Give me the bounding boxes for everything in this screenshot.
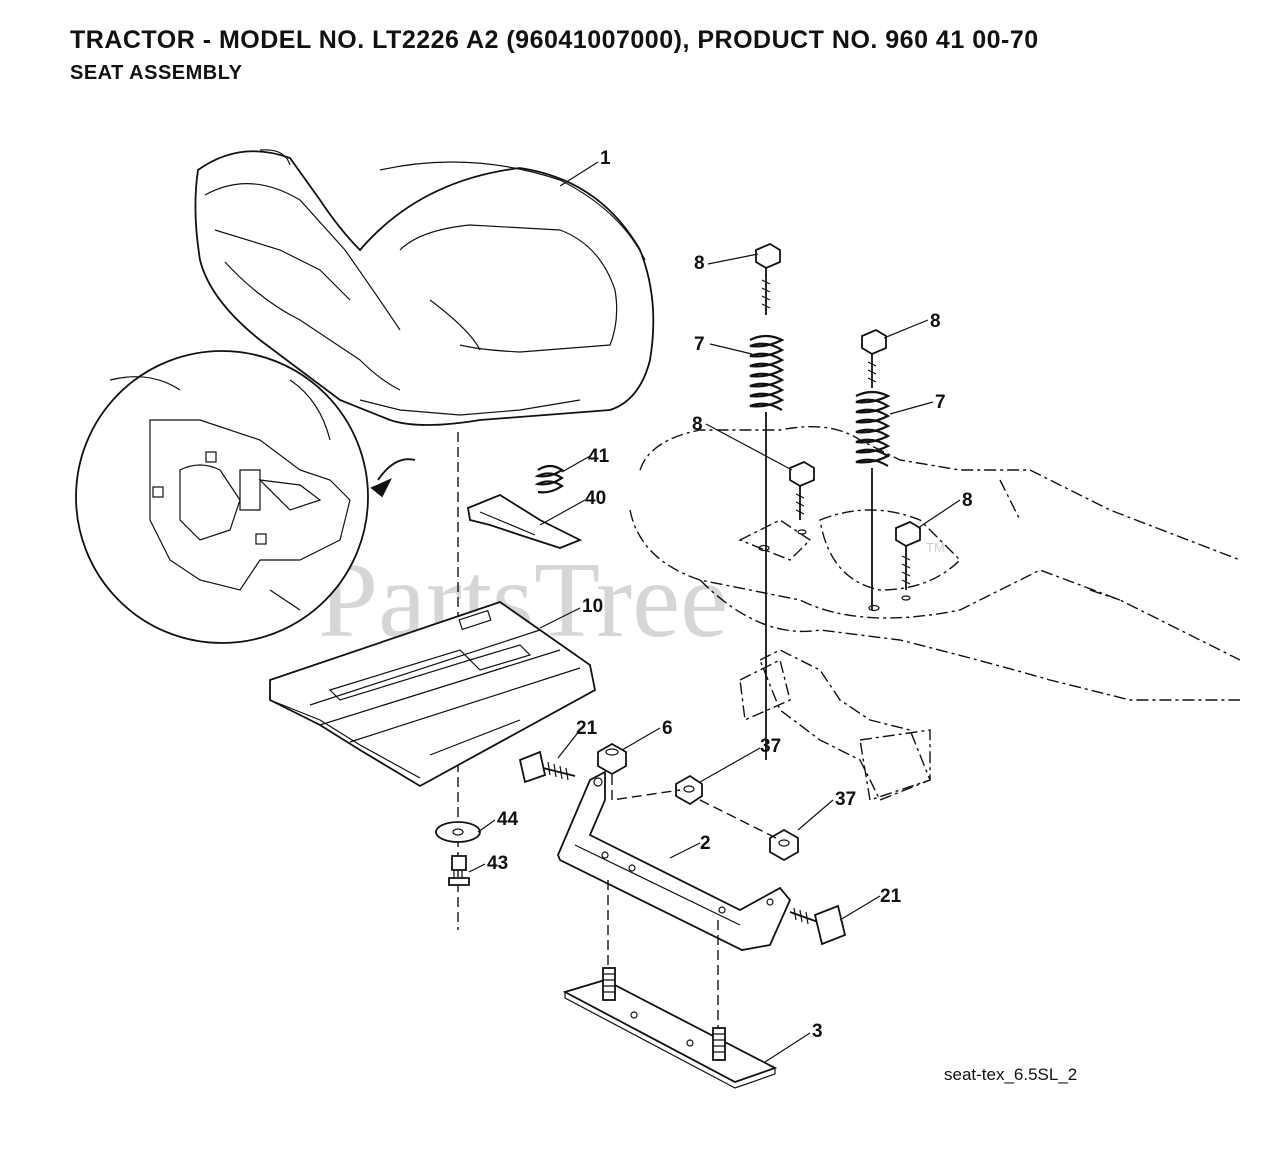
callout-6: 6 (662, 718, 673, 739)
callout-37-b: 37 (835, 789, 856, 810)
callout-21-a: 21 (576, 718, 598, 739)
plate-part-3 (562, 967, 778, 1089)
watermark-trademark: TM (926, 540, 945, 555)
assembly-line-nut37 (699, 799, 781, 841)
clip-part-40 (466, 493, 583, 549)
nut-part-37-upper (675, 774, 703, 806)
bolt-part-21-left (518, 750, 576, 784)
page-title: TRACTOR - MODEL NO. LT2226 A2 (960410070… (70, 26, 1039, 54)
callout-44: 44 (497, 809, 519, 830)
callout-3: 3 (812, 1021, 823, 1042)
nut-part-6 (597, 742, 627, 776)
bolt-part-8-top-right (861, 328, 887, 388)
frame-hole-left (758, 544, 770, 552)
detail-inset (75, 350, 416, 644)
bolt-part-43 (448, 855, 470, 886)
spring-part-7-left (749, 334, 785, 411)
callout-7-b: 7 (935, 392, 946, 413)
seat-part-1 (194, 149, 655, 426)
callout-8-d: 8 (962, 490, 973, 511)
callout-7-a: 7 (694, 334, 705, 355)
washer-part-44 (435, 821, 481, 843)
callout-37-a: 37 (760, 736, 781, 757)
callout-1: 1 (600, 148, 611, 169)
callout-8-b: 8 (692, 414, 703, 435)
leader-lines (468, 161, 961, 1063)
nut-part-37-lower (769, 828, 799, 862)
callout-10: 10 (582, 596, 603, 617)
bolt-part-8-mid-left (789, 460, 815, 535)
callout-43: 43 (487, 853, 508, 874)
seat-pan-part-10 (269, 601, 597, 788)
diagram-reference-code: seat-tex_6.5SL_2 (944, 1065, 1077, 1084)
callout-8-a: 8 (694, 253, 705, 274)
callout-41: 41 (588, 446, 610, 467)
callout-2: 2 (700, 833, 711, 854)
callout-21-b: 21 (880, 886, 902, 907)
callout-40: 40 (585, 488, 606, 509)
bracket-part-2 (557, 770, 792, 951)
page-subtitle: SEAT ASSEMBLY (70, 62, 243, 84)
spring-part-41 (534, 464, 564, 494)
callout-8-c: 8 (930, 311, 941, 332)
bolt-part-8-top-left (755, 242, 781, 315)
spring-part-7-right (855, 390, 891, 467)
bolt-part-21-right (789, 904, 847, 946)
bolt-part-8-mid-right (895, 520, 921, 601)
assembly-line-nut6 (611, 775, 681, 801)
frame-hole-right (868, 604, 880, 612)
